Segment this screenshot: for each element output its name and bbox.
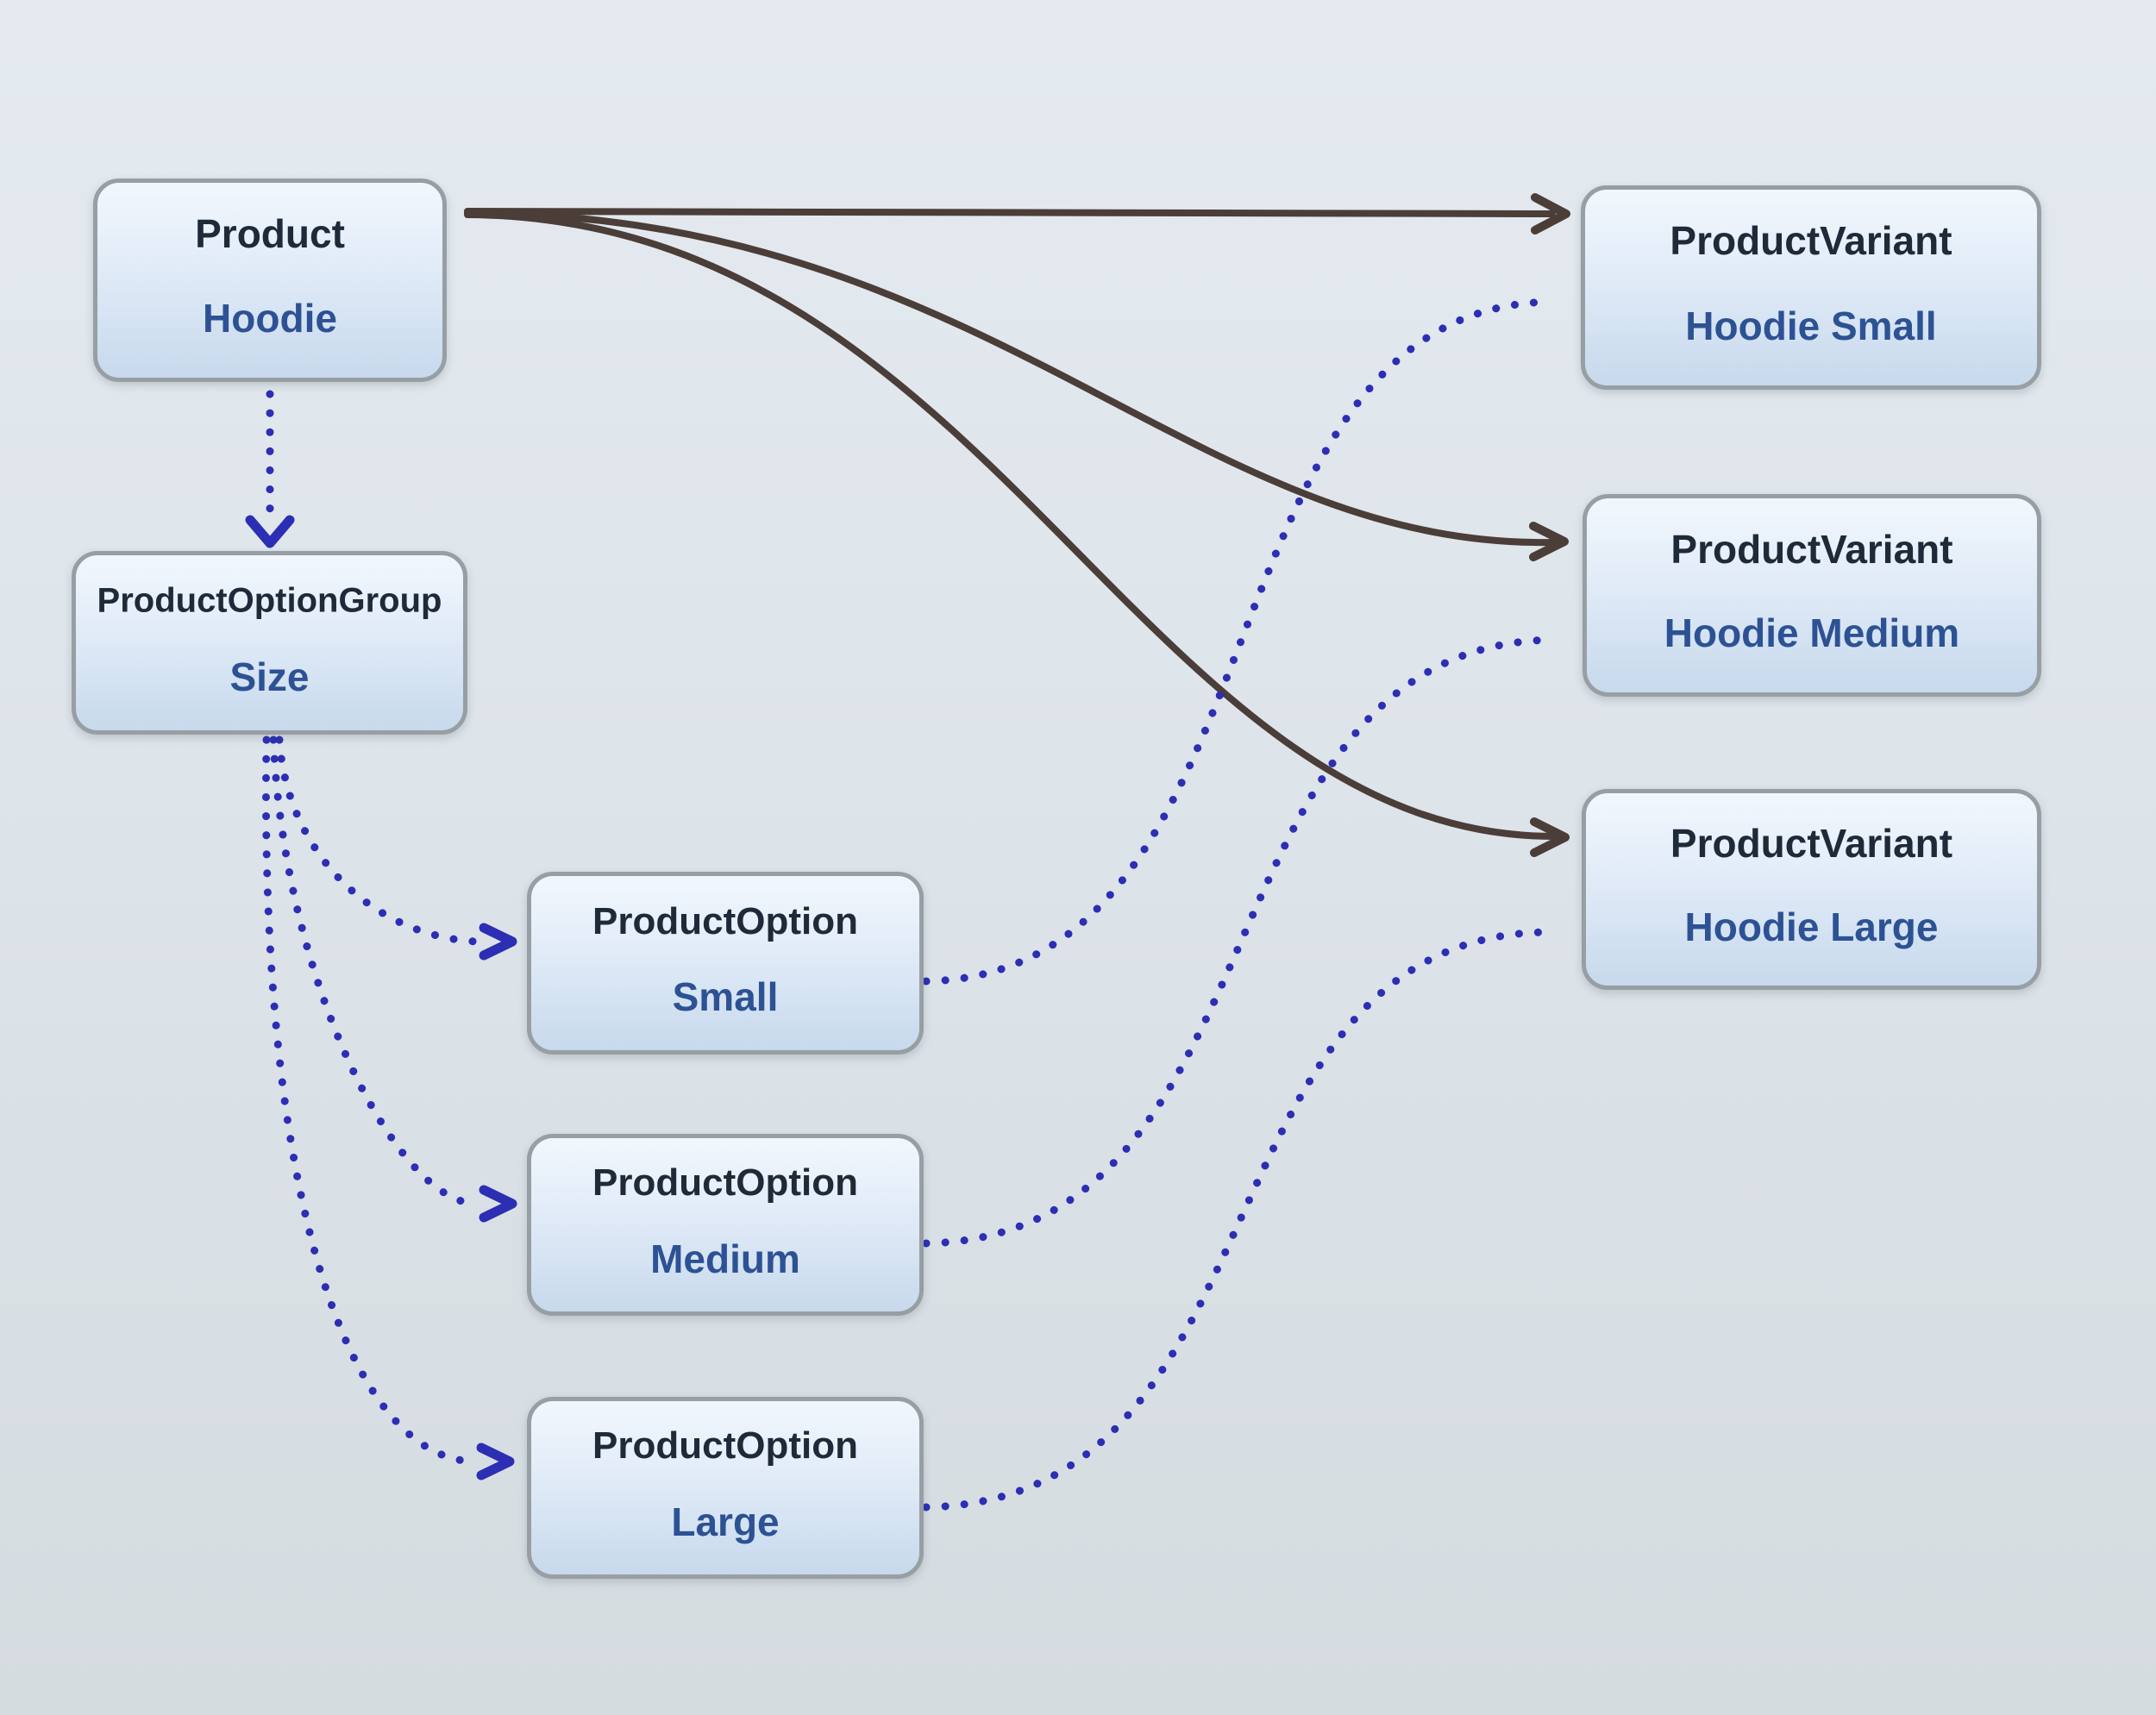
node-product: Product Hoodie (93, 178, 447, 382)
node-value-label: Hoodie Large (1684, 904, 1939, 949)
edge-option-medium-to-variant-medium (922, 635, 1558, 1248)
edge-product-to-variant-large (464, 211, 1556, 840)
edge-option-small-to-variant-small (922, 297, 1557, 986)
node-value-label: Size (229, 654, 310, 700)
arrowhead-product-to-variant-large (1530, 817, 1570, 857)
edge-option-large-to-variant-large (922, 928, 1552, 1512)
edge-product-to-variant-small (464, 208, 1556, 217)
node-value-label: Hoodie Small (1685, 303, 1937, 348)
node-product-option-large: ProductOption Large (527, 1397, 924, 1579)
node-type-label: ProductOption (592, 1161, 858, 1205)
edge-group-to-option-small (275, 735, 480, 946)
node-value-label: Large (671, 1499, 780, 1544)
node-product-variant-small: ProductVariant Hoodie Small (1581, 185, 2041, 390)
node-value-label: Small (672, 974, 779, 1020)
edge-group-to-option-medium (269, 735, 480, 1208)
edge-product-to-variant-medium (464, 210, 1556, 547)
arrowhead-product-to-option-group (245, 515, 295, 548)
arrowhead-group-to-option-small (479, 923, 517, 961)
node-product-option-small: ProductOption Small (527, 872, 924, 1055)
node-product-variant-large: ProductVariant Hoodie Large (1582, 789, 2041, 990)
node-value-label: Hoodie Medium (1664, 610, 1960, 656)
arrowhead-group-to-option-large (476, 1443, 515, 1480)
node-value-label: Hoodie (203, 296, 337, 341)
arrowhead-product-to-variant-medium (1529, 522, 1569, 561)
node-type-label: ProductVariant (1670, 218, 1952, 264)
node-type-label: ProductVariant (1670, 820, 1953, 866)
node-product-option-group: ProductOptionGroup Size (72, 551, 467, 735)
edge-group-to-option-large (261, 735, 479, 1466)
node-value-label: Medium (650, 1236, 800, 1281)
node-type-label: ProductOptionGroup (97, 581, 442, 620)
arrowhead-product-to-variant-small (1531, 193, 1570, 235)
node-type-label: Product (195, 210, 345, 256)
node-product-option-medium: ProductOption Medium (527, 1134, 924, 1316)
arrowhead-group-to-option-medium (479, 1185, 517, 1223)
node-type-label: ProductOption (592, 899, 858, 942)
node-type-label: ProductVariant (1670, 526, 1953, 572)
node-product-variant-medium: ProductVariant Hoodie Medium (1583, 494, 2041, 697)
node-type-label: ProductOption (592, 1424, 858, 1468)
